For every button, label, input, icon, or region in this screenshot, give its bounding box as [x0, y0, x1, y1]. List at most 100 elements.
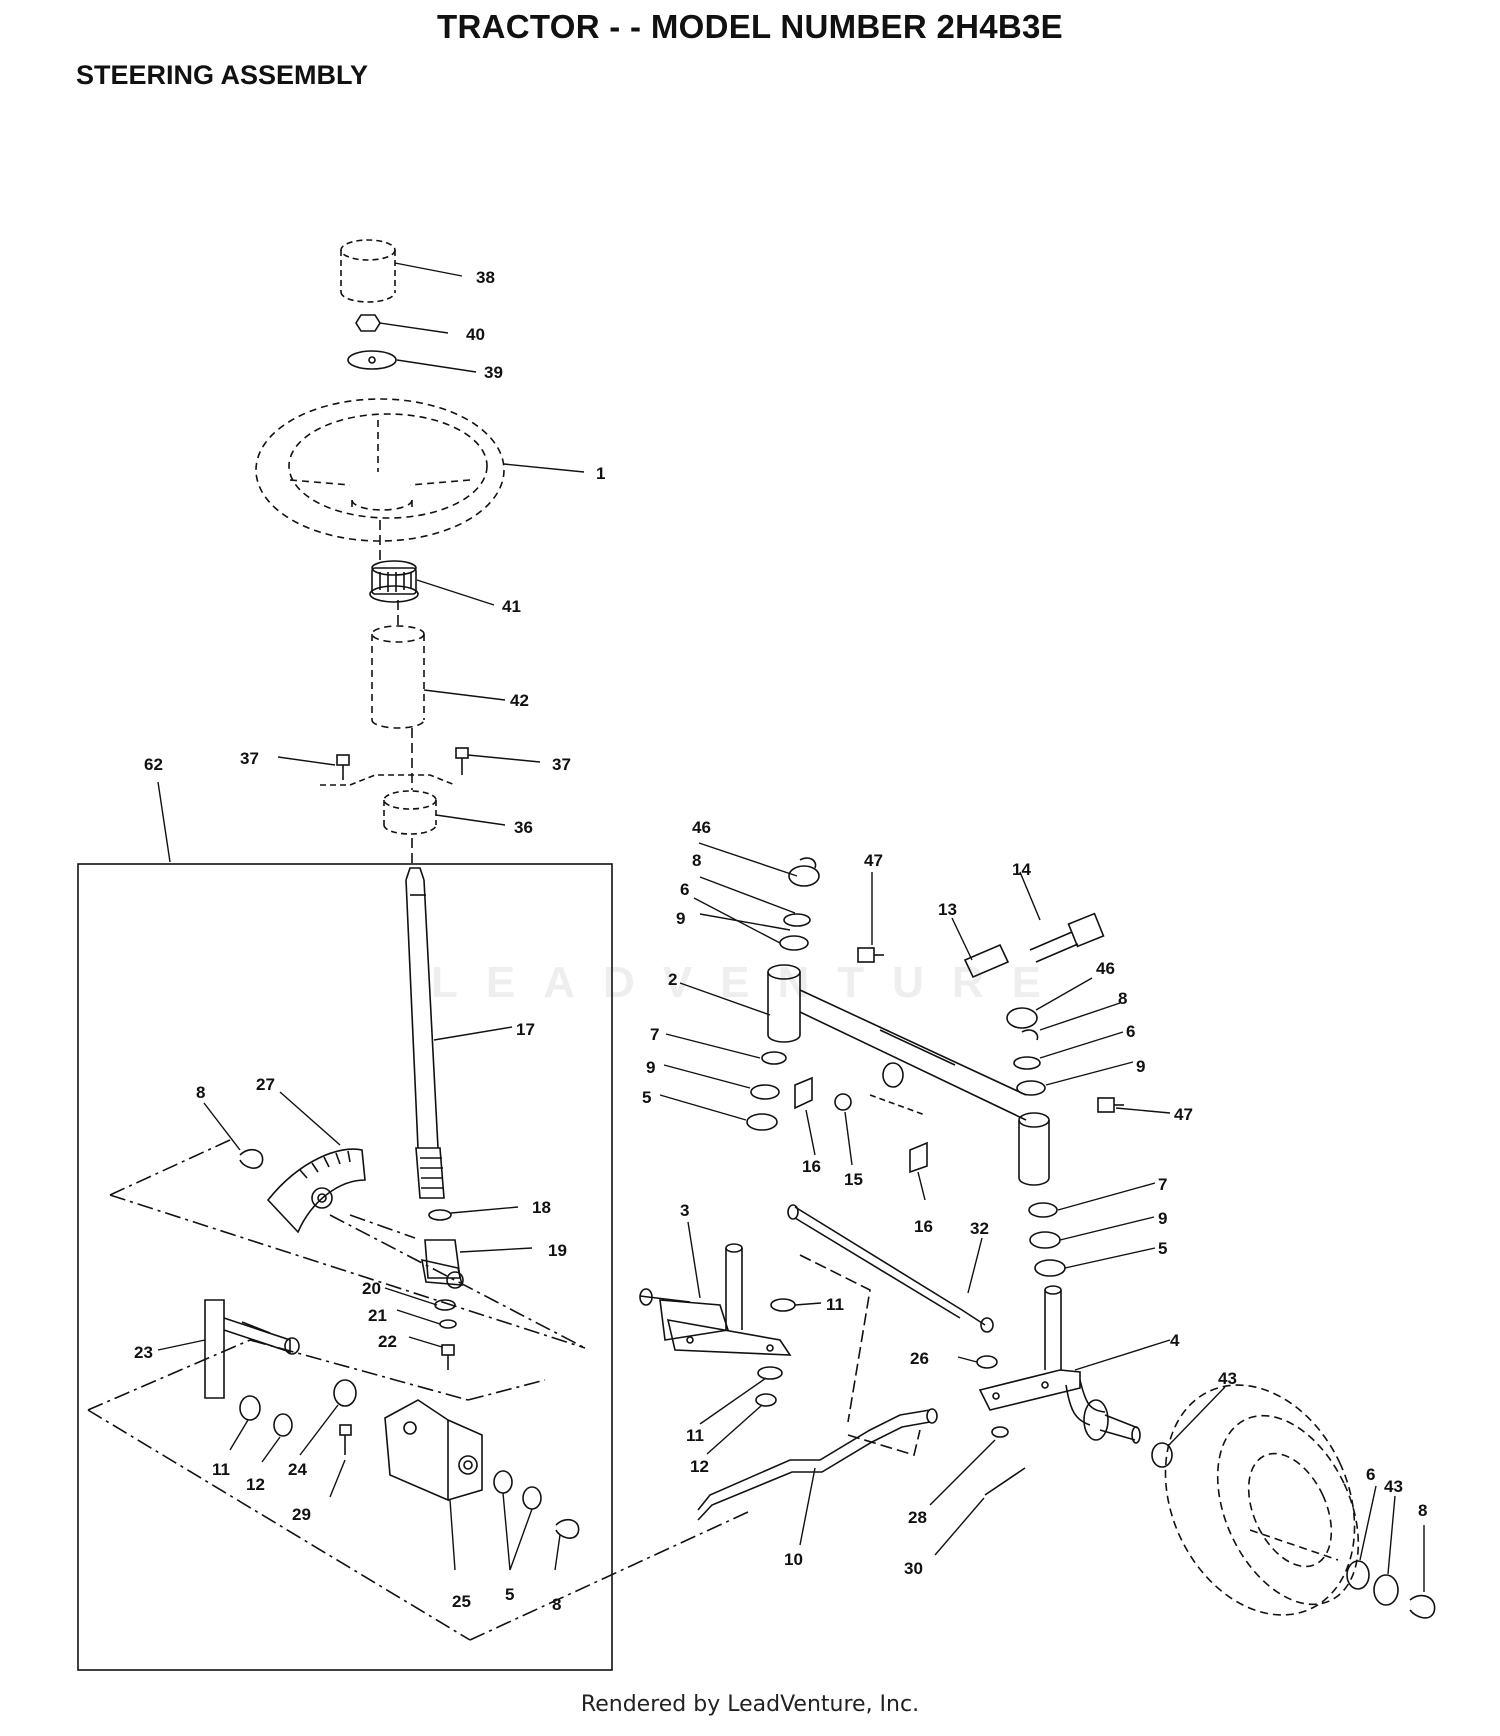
part-47-fitting	[857, 947, 884, 963]
callout-42: 42	[510, 691, 529, 710]
callout-8: 8	[1118, 989, 1127, 1008]
callout-23: 23	[134, 1343, 153, 1362]
part-19-housing	[420, 1239, 464, 1289]
watermark: LEADVENTURE	[430, 958, 1070, 1007]
callout-37: 37	[552, 755, 571, 774]
part-21-washer	[439, 1319, 457, 1329]
callout-36: 36	[514, 818, 533, 837]
callout-5: 5	[505, 1585, 514, 1604]
callout-43: 43	[1384, 1477, 1403, 1496]
callout-20: 20	[362, 1279, 381, 1298]
part-7-washer	[1028, 1202, 1058, 1218]
part-46-cap	[788, 865, 820, 887]
part-28-washer	[991, 1426, 1009, 1438]
callout-25: 25	[452, 1592, 471, 1611]
callout-17: 17	[516, 1020, 535, 1039]
callout-5: 5	[642, 1088, 651, 1107]
callout-9: 9	[1136, 1057, 1145, 1076]
part-13-spacer	[963, 943, 1010, 979]
part-36-bushing	[383, 790, 437, 835]
part-29-bolt	[339, 1424, 352, 1455]
part-9-washer	[779, 935, 809, 951]
callout-7: 7	[650, 1025, 659, 1044]
part-5-washer	[746, 1113, 778, 1131]
part-37-bolts	[336, 747, 469, 780]
callout-3: 3	[680, 1201, 689, 1220]
callout-8: 8	[1418, 1501, 1427, 1520]
part-14-bolt	[1029, 912, 1105, 963]
part-8-clip	[799, 857, 817, 869]
callout-21: 21	[368, 1306, 387, 1325]
callout-46: 46	[1096, 959, 1115, 978]
callout-16: 16	[802, 1157, 821, 1176]
footer-credit: Rendered by LeadVenture, Inc.	[580, 1692, 920, 1717]
callout-11: 11	[686, 1426, 704, 1445]
part-8-clip	[1409, 1594, 1436, 1619]
part-11-washer	[757, 1366, 783, 1380]
callout-39: 39	[484, 363, 503, 382]
part-2-front-axle	[767, 964, 1050, 1186]
part-25-bracket	[384, 1399, 483, 1502]
section-title: STEERING ASSEMBLY	[76, 60, 369, 90]
part-16-pin	[794, 1076, 813, 1110]
callout-14: 14	[1012, 860, 1031, 879]
part-5-washer	[522, 1486, 542, 1510]
part-6-washer	[783, 913, 811, 927]
callout-12: 12	[690, 1457, 709, 1476]
callout-27: 27	[256, 1075, 275, 1094]
part-5-washer	[1034, 1259, 1066, 1277]
callout-40: 40	[466, 325, 485, 344]
part-1-steering-wheel	[255, 398, 505, 542]
callout-6: 6	[1126, 1022, 1135, 1041]
callout-7: 7	[1158, 1175, 1167, 1194]
callout-47: 47	[1174, 1105, 1193, 1124]
callout-8: 8	[196, 1083, 205, 1102]
callout-28: 28	[908, 1508, 927, 1527]
callout-22: 22	[378, 1332, 397, 1351]
part-7-washer	[761, 1051, 787, 1065]
callout-10: 10	[784, 1550, 803, 1569]
callout-19: 19	[548, 1241, 567, 1260]
callout-9: 9	[646, 1058, 655, 1077]
callout-1: 1	[596, 464, 605, 483]
callout-24: 24	[288, 1460, 307, 1479]
callout-9: 9	[1158, 1209, 1167, 1228]
callout-2: 2	[668, 970, 677, 989]
part-38-cap	[340, 239, 396, 303]
callout-11: 11	[212, 1460, 230, 1479]
callout-30: 30	[904, 1559, 923, 1578]
callout-29: 29	[292, 1505, 311, 1524]
callout-8: 8	[552, 1595, 561, 1614]
part-15-clip	[834, 1093, 852, 1111]
callout-18: 18	[532, 1198, 551, 1217]
wheel	[1164, 1384, 1360, 1616]
callout-12: 12	[246, 1475, 265, 1494]
callout-47: 47	[864, 851, 883, 870]
part-8-clip	[1021, 1029, 1039, 1041]
callout-46: 46	[692, 818, 711, 837]
part-40-nut	[355, 314, 381, 332]
part-41-adapter	[369, 560, 419, 603]
callout-38: 38	[476, 268, 495, 287]
part-4-spindle	[978, 1285, 1141, 1444]
part-3-spindle	[639, 1243, 792, 1356]
callout-62: 62	[144, 755, 163, 774]
callout-11: 11	[826, 1295, 844, 1314]
part-12-nut	[755, 1393, 777, 1407]
callout-13: 13	[938, 900, 957, 919]
callout-16: 16	[914, 1217, 933, 1236]
part-23-lever	[204, 1299, 300, 1399]
part-30-cotter-pin	[984, 1467, 1026, 1496]
part-10-drag-link	[697, 1408, 938, 1521]
part-8-clip	[555, 1518, 580, 1539]
callout-15: 15	[844, 1170, 863, 1189]
part-42-spacer	[371, 625, 425, 729]
callout-9: 9	[676, 909, 685, 928]
callout-8: 8	[692, 851, 701, 870]
part-27-sector-gear	[266, 1148, 366, 1234]
part-5-washer	[493, 1470, 513, 1494]
part-32-tie-rod	[787, 1204, 994, 1333]
part-9-washer	[1016, 1080, 1046, 1096]
callout-4: 4	[1170, 1331, 1180, 1350]
